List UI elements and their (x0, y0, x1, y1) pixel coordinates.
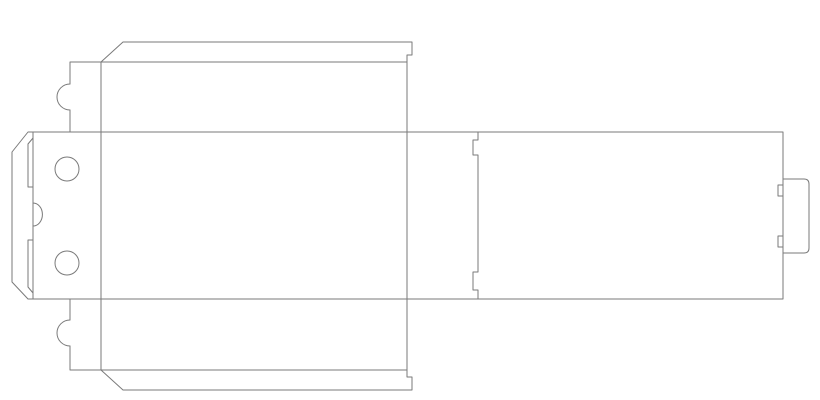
left-side-flap (11, 131, 34, 300)
lower-finger-hole (54, 250, 80, 276)
upper-finger-hole (54, 156, 80, 182)
upper-dust-flap (69, 61, 102, 133)
upper-lock-tab (56, 83, 71, 111)
lower-dust-flap (69, 298, 102, 371)
top-flap-outline (100, 41, 413, 133)
panel-band-outline (32, 131, 784, 300)
tuck-slot-fold-line (471, 131, 479, 300)
right-tuck-tab (777, 178, 810, 254)
left-side-lock-notch (32, 202, 43, 227)
left-side-flap-inner (27, 137, 34, 294)
bottom-flap-outline (100, 298, 413, 391)
lower-lock-tab (56, 319, 71, 347)
